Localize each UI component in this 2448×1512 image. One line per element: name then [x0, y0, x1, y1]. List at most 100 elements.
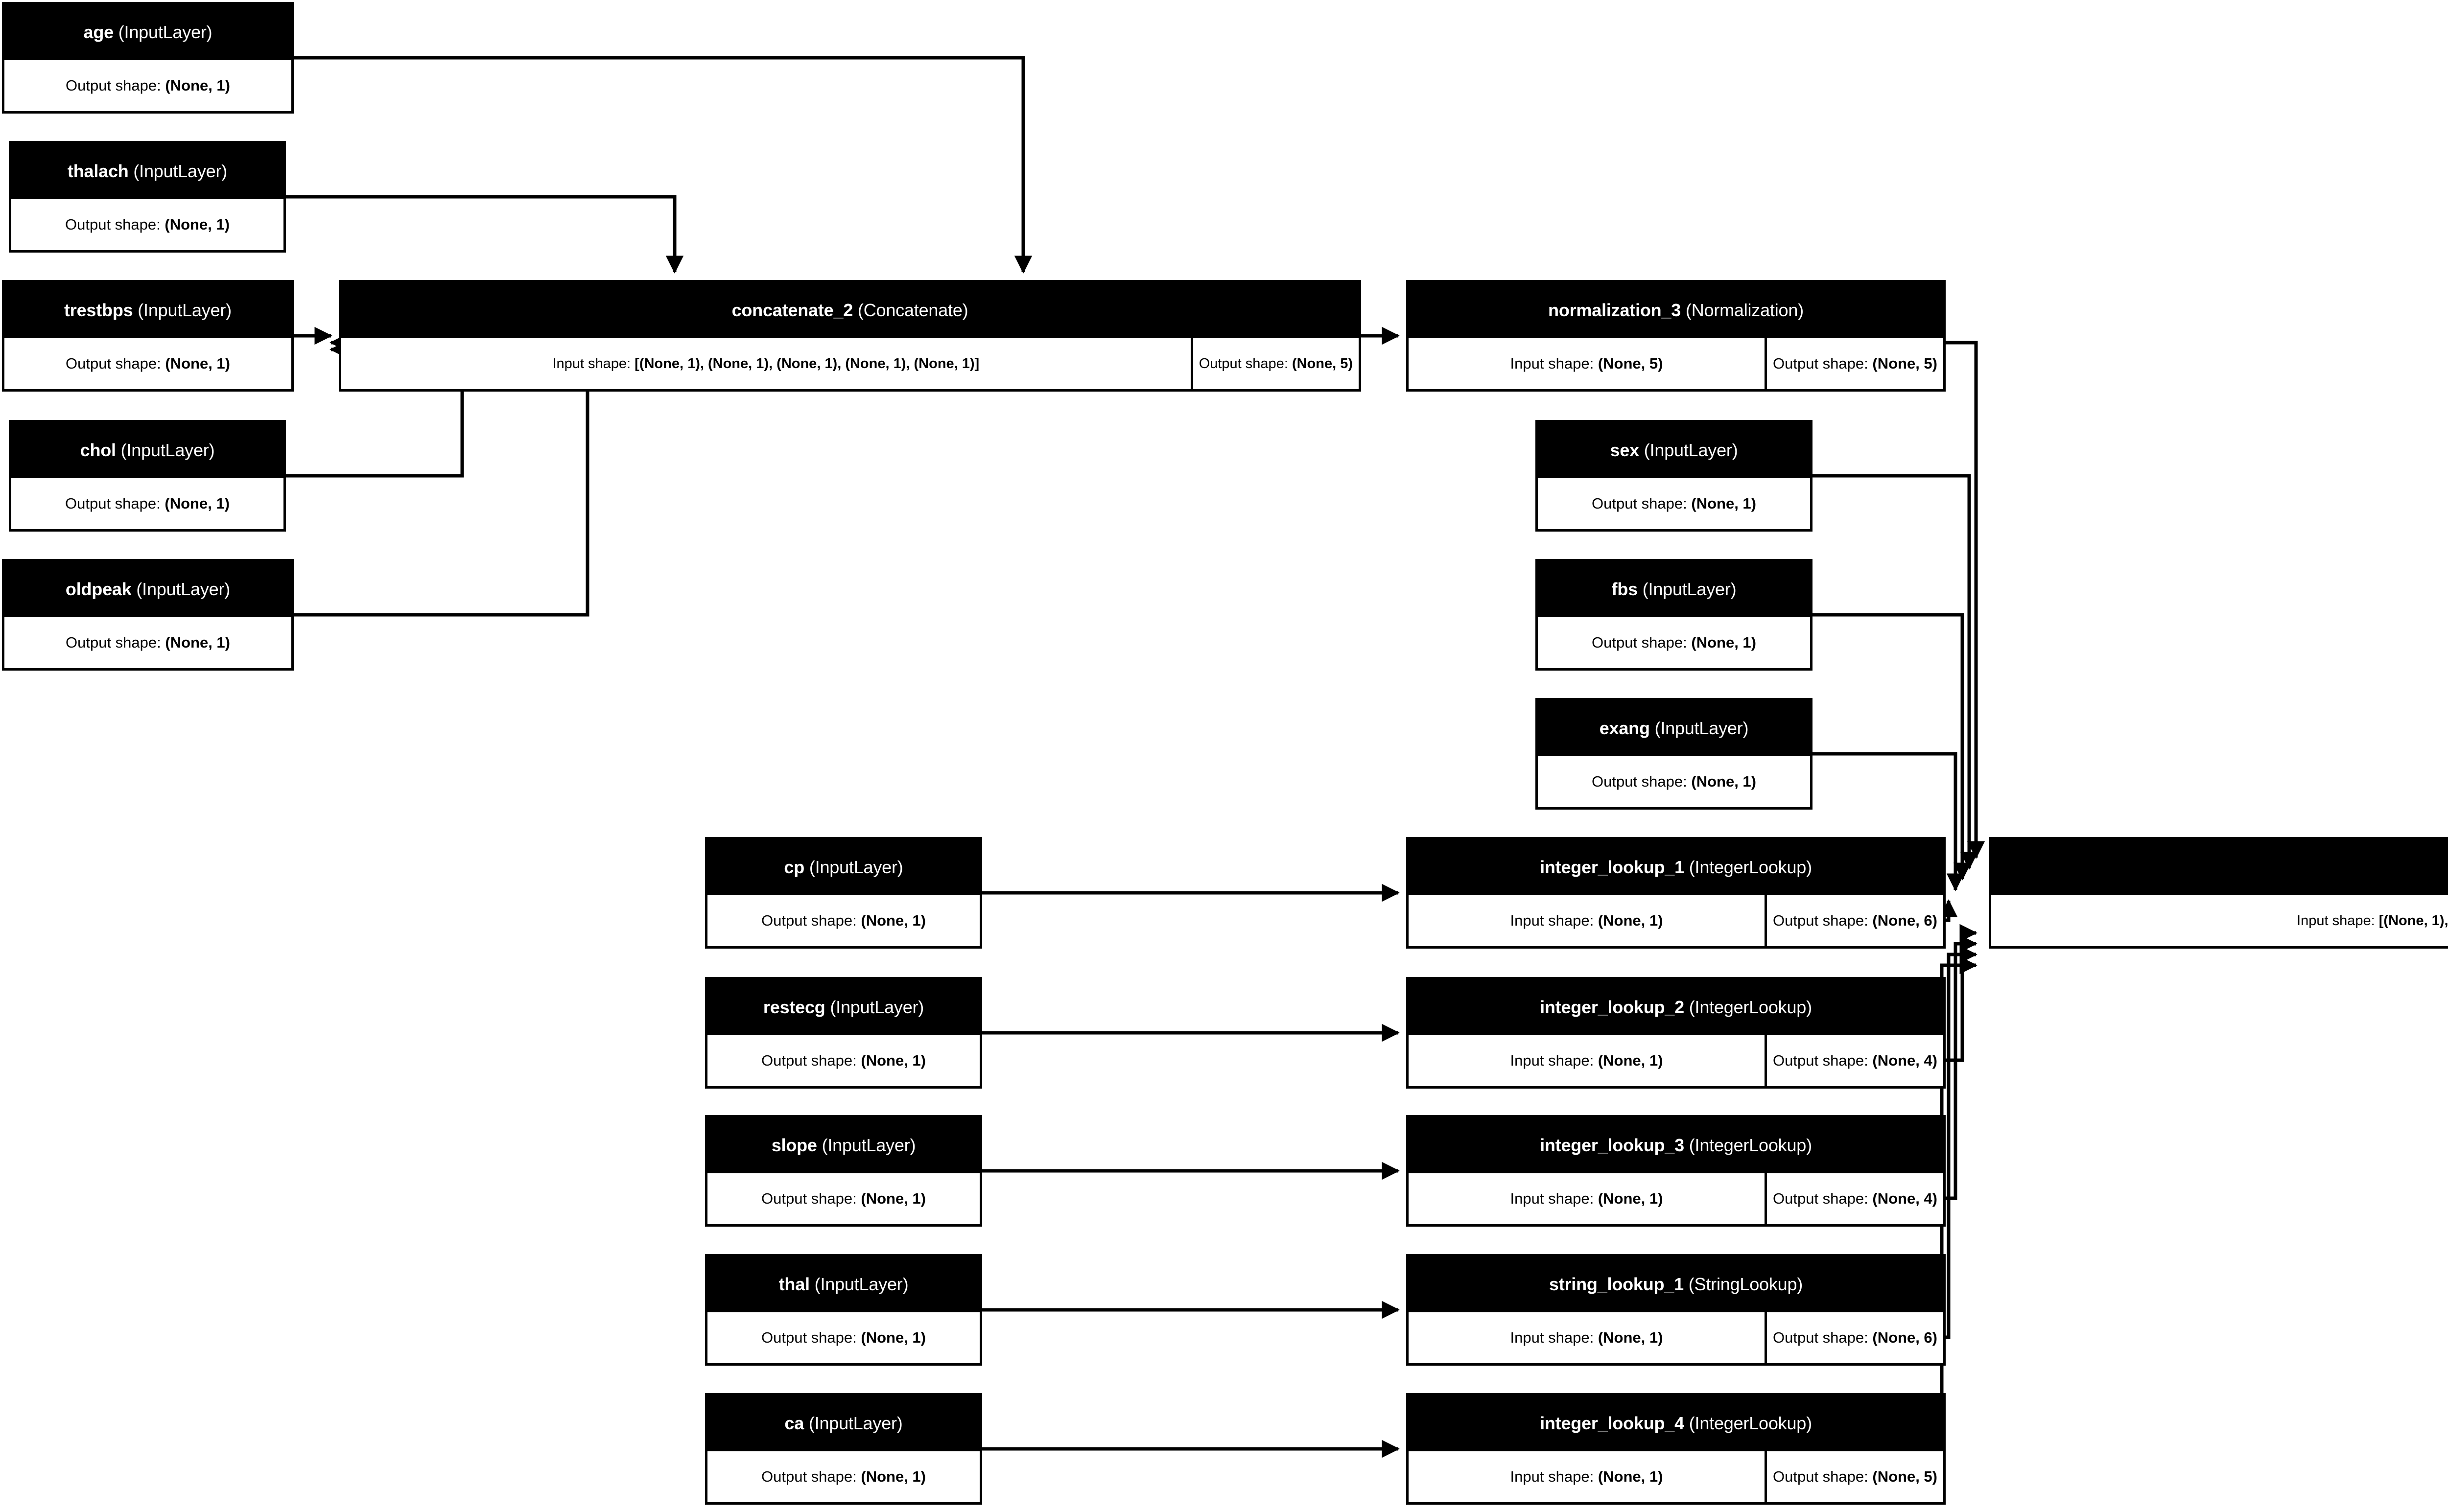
node-layer-name: slope — [771, 1135, 817, 1155]
shape-value: (None, 1) — [1598, 1468, 1663, 1485]
shape-label: Input shape: — [1510, 912, 1594, 929]
shape-value: (None, 1) — [1598, 1190, 1663, 1207]
input-shape-cell-string_lookup_1: Input shape: (None, 1) — [1409, 1312, 1765, 1363]
graph-node-cp[interactable]: cp (InputLayer)Output shape: (None, 1) — [705, 837, 982, 949]
node-body-integer_lookup_2: Input shape: (None, 1)Output shape: (Non… — [1409, 1035, 1943, 1086]
output-shape-cell-integer_lookup_3: Output shape: (None, 4) — [1767, 1173, 1943, 1224]
shape-value: (None, 1) — [1598, 912, 1663, 929]
node-title-oldpeak: oldpeak (InputLayer) — [4, 561, 291, 617]
graph-node-exang[interactable]: exang (InputLayer)Output shape: (None, 1… — [1535, 698, 1812, 810]
output-shape-cell-integer_lookup_2: Output shape: (None, 4) — [1767, 1035, 1943, 1086]
node-layer-type: (InputLayer) — [1654, 718, 1749, 738]
graph-node-restecg[interactable]: restecg (InputLayer)Output shape: (None,… — [705, 977, 982, 1089]
node-title-thalach: thalach (InputLayer) — [11, 143, 283, 199]
graph-node-oldpeak[interactable]: oldpeak (InputLayer)Output shape: (None,… — [2, 559, 294, 671]
input-shape-cell-normalization_3: Input shape: (None, 5) — [1409, 338, 1765, 389]
shape-label: Output shape: — [1199, 355, 1288, 372]
shape-value: (None, 6) — [1872, 912, 1937, 929]
node-body-concatenate_2: Input shape: [(None, 1), (None, 1), (Non… — [341, 338, 1359, 389]
edge-sex-to-concatenate_3 — [1812, 474, 1978, 870]
node-layer-name: restecg — [763, 997, 825, 1017]
node-title-fbs: fbs (InputLayer) — [1538, 561, 1810, 617]
node-layer-type: (InputLayer) — [133, 161, 228, 181]
input-shape-cell-integer_lookup_1: Input shape: (None, 1) — [1409, 895, 1765, 946]
edge-thalach-to-concatenate_2 — [286, 195, 684, 274]
shape-label: Output shape: — [761, 1190, 857, 1207]
graph-node-concatenate_2[interactable]: concatenate_2 (Concatenate)Input shape: … — [339, 280, 1361, 392]
shape-value: (None, 1) — [165, 216, 230, 233]
node-layer-name: ca — [784, 1413, 804, 1433]
node-layer-name: trestbps — [64, 300, 133, 320]
shape-value: (None, 1) — [165, 355, 230, 372]
node-title-integer_lookup_3: integer_lookup_3 (IntegerLookup) — [1409, 1117, 1943, 1173]
shape-label: Output shape: — [1773, 912, 1868, 929]
edge-integer_lookup_4-to-concatenate_3 — [1940, 956, 1977, 1478]
graph-node-concatenate_3[interactable]: concatenate_3 (Concatenate)Input shape: … — [1989, 837, 2448, 949]
node-title-concatenate_2: concatenate_2 (Concatenate) — [341, 282, 1359, 338]
node-layer-name: age — [83, 22, 114, 42]
node-body-ca: Output shape: (None, 1) — [707, 1451, 980, 1502]
shape-value: (None, 6) — [1872, 1329, 1937, 1346]
graph-node-sex[interactable]: sex (InputLayer)Output shape: (None, 1) — [1535, 420, 1812, 532]
graph-node-thalach[interactable]: thalach (InputLayer)Output shape: (None,… — [9, 141, 286, 253]
node-layer-name: string_lookup_1 — [1549, 1274, 1684, 1294]
shape-label: Input shape: — [2297, 912, 2375, 929]
node-layer-name: integer_lookup_3 — [1540, 1135, 1684, 1155]
shape-value: [(None, 1), (None, 1), (None, 1), (None,… — [635, 355, 980, 372]
node-title-chol: chol (InputLayer) — [11, 422, 283, 478]
shape-value: (None, 1) — [861, 1329, 926, 1346]
shape-value: (None, 1) — [861, 1052, 926, 1069]
graph-node-string_lookup_1[interactable]: string_lookup_1 (StringLookup) Input shap… — [1406, 1254, 1946, 1366]
output-shape-cell-chol: Output shape: (None, 1) — [11, 478, 283, 529]
output-shape-cell-string_lookup_1: Output shape: (None, 6) — [1767, 1312, 1943, 1363]
graph-node-trestbps[interactable]: trestbps (InputLayer)Output shape: (None… — [2, 280, 294, 392]
node-title-trestbps: trestbps (InputLayer) — [4, 282, 291, 338]
shape-value: (None, 1) — [1598, 1329, 1663, 1346]
shape-value: (None, 1) — [165, 77, 230, 94]
node-layer-type: (InputLayer) — [822, 1135, 916, 1155]
graph-node-chol[interactable]: chol (InputLayer)Output shape: (None, 1) — [9, 420, 286, 532]
graph-node-integer_lookup_1[interactable]: integer_lookup_1 (IntegerLookup)Input sh… — [1406, 837, 1946, 949]
graph-node-normalization_3[interactable]: normalization_3 (Normalization)Input sha… — [1406, 280, 1946, 392]
node-body-integer_lookup_4: Input shape: (None, 1)Output shape: (Non… — [1409, 1451, 1943, 1502]
shape-label: Output shape: — [65, 216, 161, 233]
node-layer-type: (StringLookup) — [1688, 1274, 1803, 1294]
node-layer-name: cp — [784, 857, 805, 877]
node-body-concatenate_3: Input shape: [(None, 1), (None, 1), (Non… — [1991, 895, 2448, 946]
node-title-age: age (InputLayer) — [4, 4, 291, 60]
shape-value: (None, 1) — [1691, 773, 1756, 790]
output-shape-cell-thal: Output shape: (None, 1) — [707, 1312, 980, 1363]
node-title-slope: slope (InputLayer) — [707, 1117, 980, 1173]
shape-value: (None, 5) — [1872, 355, 1937, 372]
output-shape-cell-thalach: Output shape: (None, 1) — [11, 199, 283, 250]
input-shape-cell-integer_lookup_3: Input shape: (None, 1) — [1409, 1173, 1765, 1224]
graph-node-ca[interactable]: ca (InputLayer)Output shape: (None, 1) — [705, 1393, 982, 1505]
graph-node-fbs[interactable]: fbs (InputLayer)Output shape: (None, 1) — [1535, 559, 1812, 671]
edge-integer_lookup_1-to-concatenate_3 — [1939, 899, 1958, 922]
graph-node-integer_lookup_2[interactable]: integer_lookup_2 (IntegerLookup) Input sh… — [1406, 977, 1946, 1089]
graph-node-integer_lookup_3[interactable]: integer_lookup_3 (IntegerLookup)Input sh… — [1406, 1115, 1946, 1227]
shape-label: Input shape: — [1510, 1468, 1594, 1485]
graph-node-integer_lookup_4[interactable]: integer_lookup_4 (IntegerLookup)Input sh… — [1406, 1393, 1946, 1505]
shape-value: (None, 1) — [861, 912, 926, 929]
node-title-exang: exang (InputLayer) — [1538, 700, 1810, 756]
output-shape-cell-trestbps: Output shape: (None, 1) — [4, 338, 291, 389]
output-shape-cell-sex: Output shape: (None, 1) — [1538, 478, 1810, 529]
shape-label: Output shape: — [66, 634, 161, 651]
node-layer-type: (InputLayer) — [118, 22, 212, 42]
node-body-slope: Output shape: (None, 1) — [707, 1173, 980, 1224]
output-shape-cell-ca: Output shape: (None, 1) — [707, 1451, 980, 1502]
node-body-integer_lookup_3: Input shape: (None, 1)Output shape: (Non… — [1409, 1173, 1943, 1224]
node-layer-type: (InputLayer) — [1644, 440, 1738, 460]
node-layer-name: integer_lookup_2 — [1540, 997, 1684, 1017]
shape-label: Output shape: — [1592, 495, 1687, 512]
node-title-concatenate_3: concatenate_3 (Concatenate) — [1991, 839, 2448, 895]
graph-node-thal[interactable]: thal (InputLayer)Output shape: (None, 1) — [705, 1254, 982, 1366]
node-layer-type: (InputLayer) — [138, 300, 232, 320]
output-shape-cell-normalization_3: Output shape: (None, 5) — [1767, 338, 1943, 389]
graph-node-age[interactable]: age (InputLayer)Output shape: (None, 1) — [2, 2, 294, 114]
node-layer-type: (IntegerLookup) — [1689, 1135, 1812, 1155]
node-layer-type: (IntegerLookup) — [1689, 997, 1812, 1017]
node-title-cp: cp (InputLayer) — [707, 839, 980, 895]
graph-node-slope[interactable]: slope (InputLayer)Output shape: (None, 1… — [705, 1115, 982, 1227]
